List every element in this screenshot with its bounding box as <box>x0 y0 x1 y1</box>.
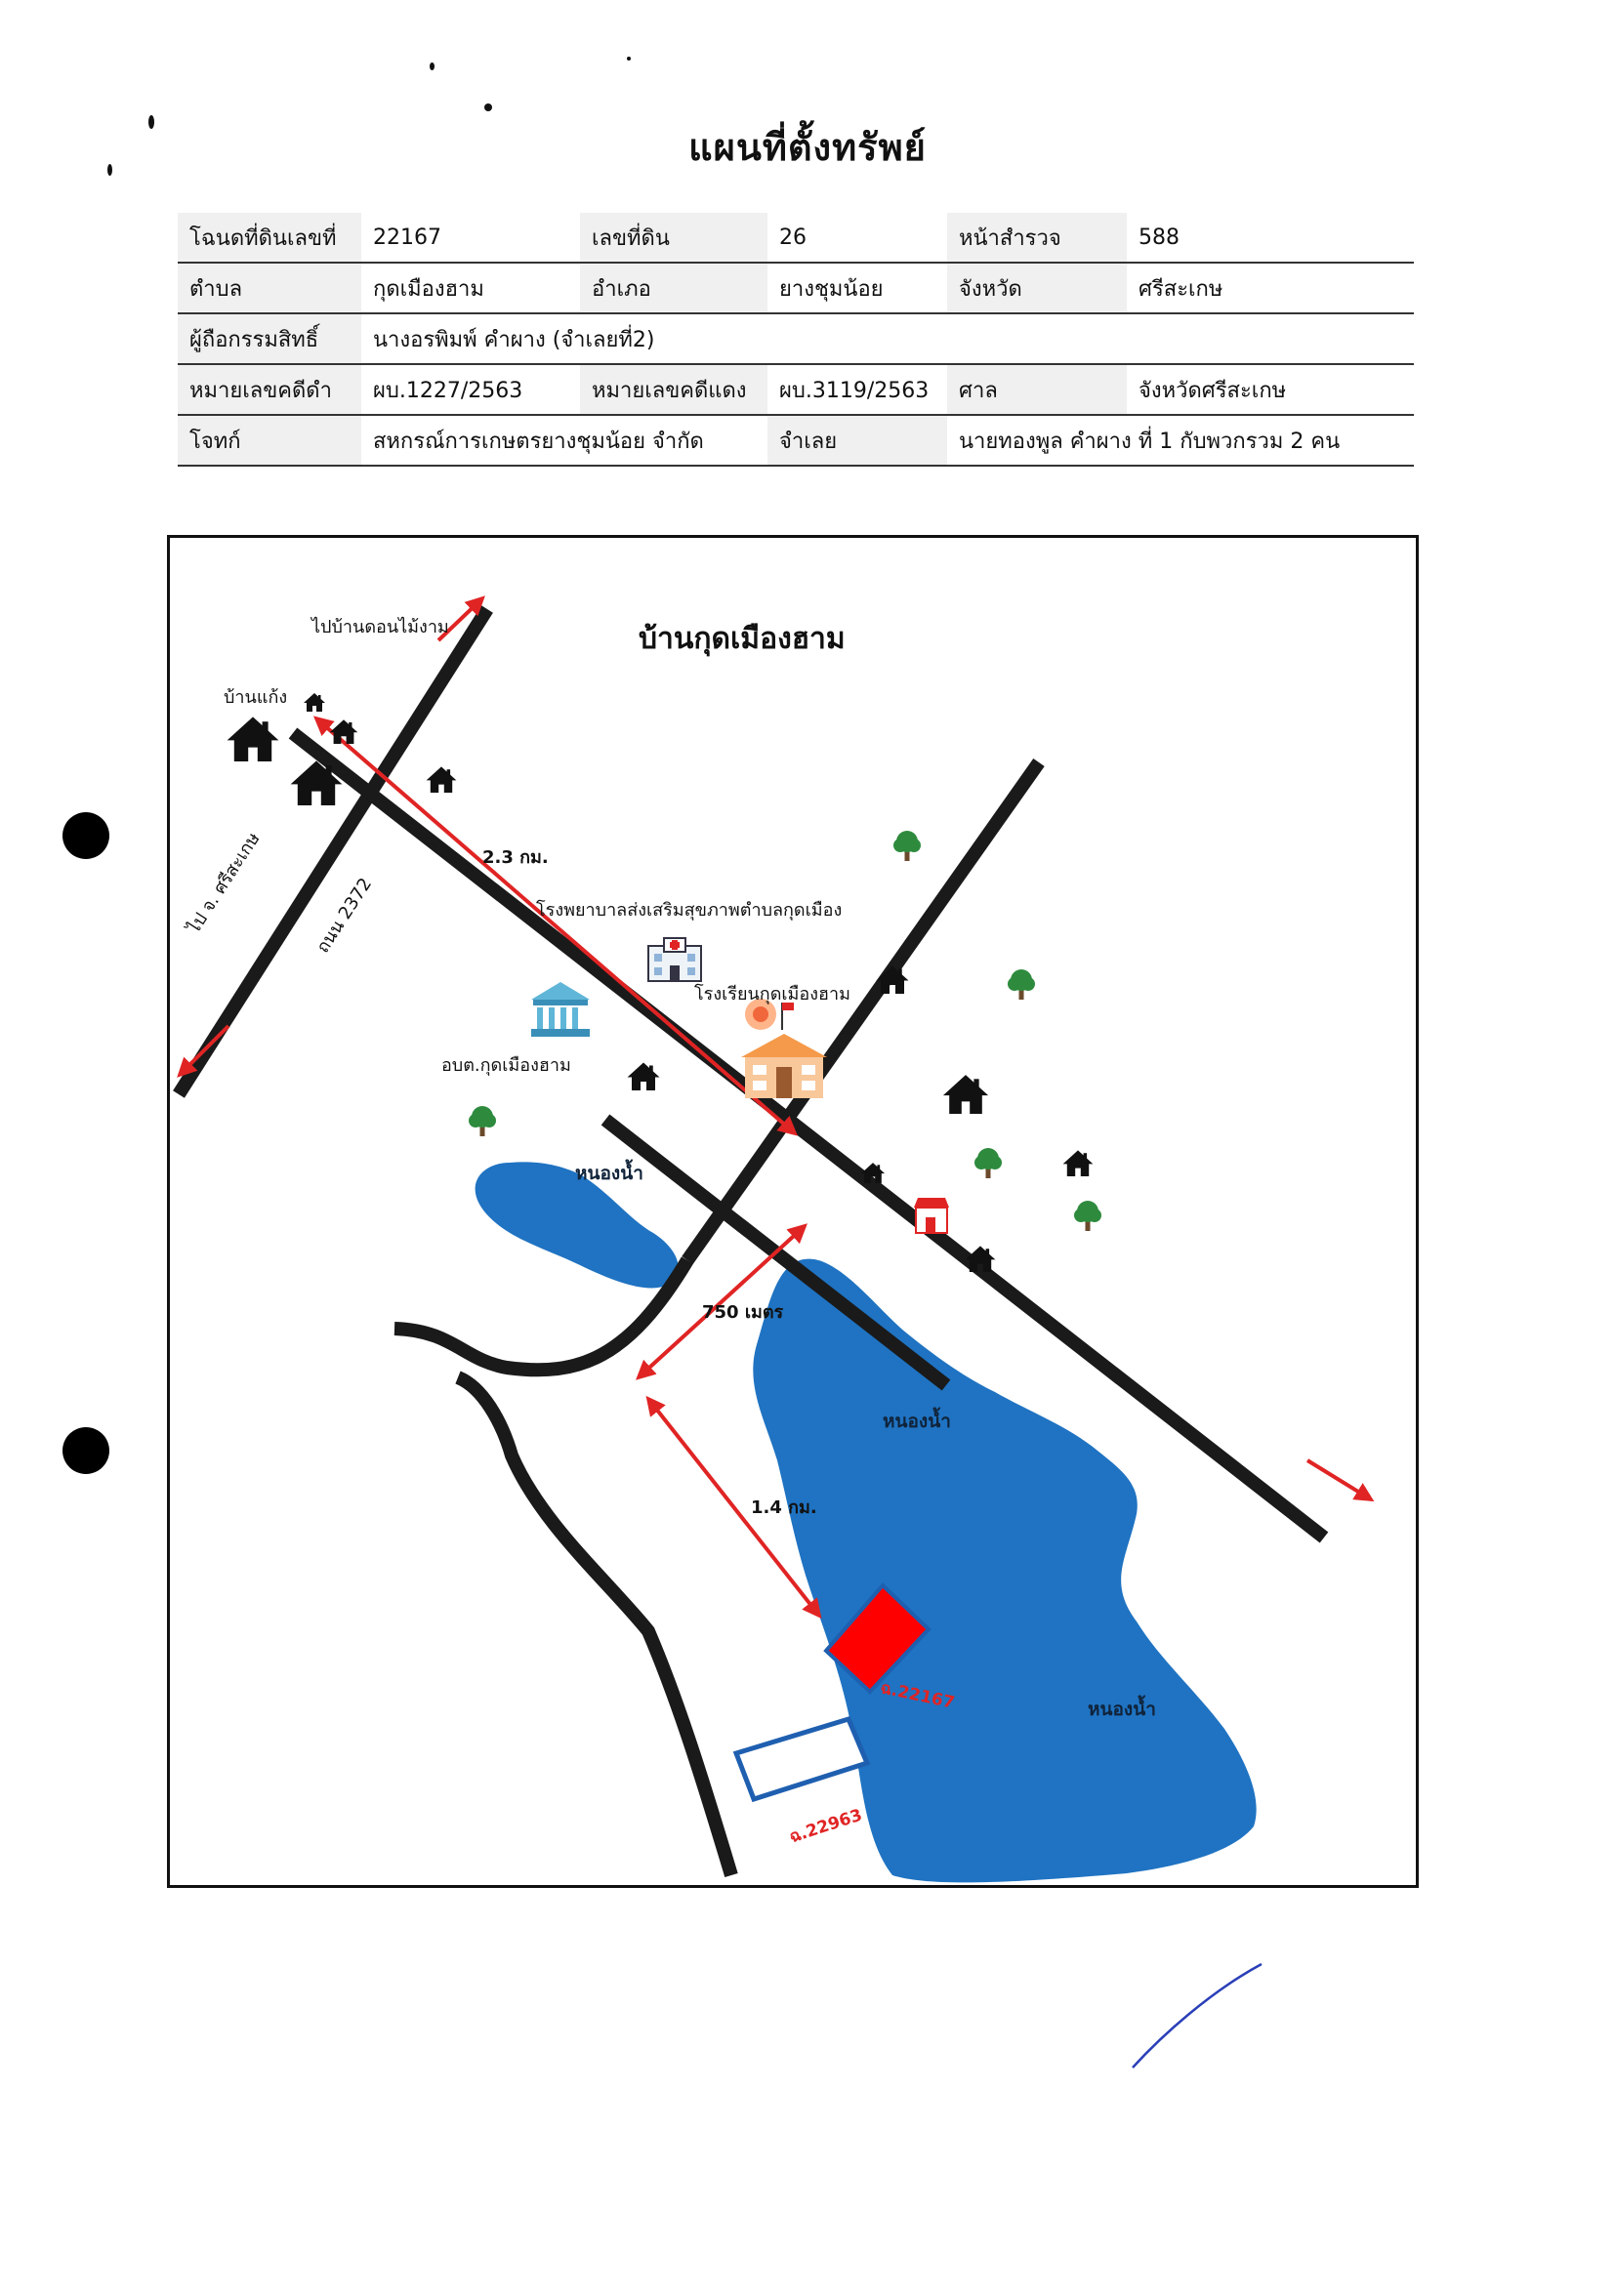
arrow-to-don-mai-ngam <box>436 595 485 642</box>
info-value: 26 <box>767 213 947 264</box>
house-icon <box>304 693 325 712</box>
pond-large <box>753 1258 1257 1883</box>
location-map: บ้านกุดเมืองฮาม ไปบ้านดอนไม้งาม บ้านแก้ง… <box>167 535 1419 1888</box>
pen-mark <box>1132 1962 1263 2069</box>
info-row: ผู้ถือกรรมสิทธิ์ นางอรพิมพ์ คำผาง (จำเลย… <box>178 313 1414 365</box>
info-value: ยางชุมน้อย <box>767 263 947 314</box>
label-sao: อบต.กุดเมืองฮาม <box>441 1055 571 1076</box>
house-icon <box>876 965 909 994</box>
binder-hole <box>62 1427 109 1474</box>
house-icon <box>1062 1150 1094 1176</box>
info-value: นายทองพูล คำผาง ที่ 1 กับพวกรวม 2 คน <box>947 415 1414 467</box>
info-row: โฉนดที่ดินเลขที่ 22167 เลขที่ดิน 26 หน้า… <box>178 213 1414 264</box>
scan-speck <box>430 62 435 70</box>
tree-icon <box>469 1106 496 1136</box>
info-value: สหกรณ์การเกษตรยางชุมน้อย จำกัด <box>361 415 767 467</box>
arrow-to-sisaket <box>177 1024 230 1078</box>
page-title: แผนที่ตั้งทรัพย์ <box>688 126 927 169</box>
plot-22167 <box>823 1582 932 1695</box>
label-pond-south: หนองน้ำ <box>1088 1699 1156 1720</box>
scan-speck <box>148 115 154 129</box>
house-icon <box>627 1062 660 1090</box>
info-row: โจทก์ สหกรณ์การเกษตรยางชุมน้อย จำกัด จำเ… <box>178 415 1414 467</box>
info-row: หมายเลขคดีดำ ผบ.1227/2563 หมายเลขคดีแดง … <box>178 364 1414 416</box>
label-distance-1-4km: 1.4 กม. <box>751 1497 817 1518</box>
label-to-don-mai-ngam: ไปบ้านดอนไม้งาม <box>311 617 449 637</box>
map-drawing <box>173 595 1375 1883</box>
government-building-icon <box>531 982 590 1037</box>
road-northeast <box>682 758 1045 1265</box>
info-label: ตำบล <box>178 263 361 314</box>
info-label: ผู้ถือกรรมสิทธิ์ <box>178 313 361 365</box>
arrow-750m <box>636 1223 808 1380</box>
property-info-table: โฉนดที่ดินเลขที่ 22167 เลขที่ดิน 26 หน้า… <box>178 213 1414 467</box>
arrow-2-3km <box>312 716 799 1136</box>
info-label: จำเลย <box>767 415 947 467</box>
info-value: กุดเมืองฮาม <box>361 263 580 314</box>
info-label: หมายเลขคดีดำ <box>178 364 361 416</box>
info-label: หน้าสำรวจ <box>947 213 1127 264</box>
school-icon <box>741 999 827 1098</box>
house-icon <box>227 717 279 761</box>
label-distance-750m: 750 เมตร <box>702 1302 784 1323</box>
info-label: โจทก์ <box>178 415 361 467</box>
info-label: อำเภอ <box>580 263 767 314</box>
binder-hole <box>62 812 109 859</box>
tree-icon <box>893 831 921 861</box>
info-value: 588 <box>1127 213 1414 264</box>
scan-speck <box>627 57 631 61</box>
info-value: 22167 <box>361 213 580 264</box>
village-title: บ้านกุดเมืองฮาม <box>639 622 846 656</box>
info-value: ผบ.3119/2563 <box>767 364 947 416</box>
tree-icon <box>1074 1201 1101 1231</box>
info-value: นางอรพิมพ์ คำผาง (จำเลยที่2) <box>361 313 1414 365</box>
scan-speck <box>107 164 112 176</box>
info-row: ตำบล กุดเมืองฮาม อำเภอ ยางชุมน้อย จังหวั… <box>178 263 1414 314</box>
road-south <box>454 1371 738 1878</box>
info-value: จังหวัดศรีสะเกษ <box>1127 364 1414 416</box>
house-icon <box>426 766 457 793</box>
shop-icon <box>914 1198 949 1234</box>
info-label: โฉนดที่ดินเลขที่ <box>178 213 361 264</box>
info-label: จังหวัด <box>947 263 1127 314</box>
arrow-1-4km <box>645 1395 822 1620</box>
arrow-east <box>1305 1458 1375 1502</box>
label-pond-small: หนองน้ำ <box>575 1163 643 1184</box>
label-pond-large: หนองน้ำ <box>883 1411 951 1432</box>
plot-22963 <box>732 1715 871 1803</box>
info-value: ผบ.1227/2563 <box>361 364 580 416</box>
info-label: หมายเลขคดีแดง <box>580 364 767 416</box>
label-distance-2-3km: 2.3 กม. <box>482 847 549 868</box>
hospital-icon <box>647 937 702 982</box>
label-school: โรงเรียนกุดเมืองฮาม <box>694 984 850 1004</box>
house-icon <box>942 1075 989 1114</box>
pond-small <box>475 1162 679 1289</box>
info-label: เลขที่ดิน <box>580 213 767 264</box>
tree-icon <box>1008 969 1035 1000</box>
label-ban-kaeng: บ้านแก้ง <box>224 687 288 708</box>
info-label: ศาล <box>947 364 1127 416</box>
label-hospital: โรงพยาบาลส่งเสริมสุขภาพตำบลกุดเมือง <box>536 900 843 921</box>
info-value: ศรีสะเกษ <box>1127 263 1414 314</box>
scan-speck <box>484 103 492 111</box>
tree-icon <box>974 1148 1002 1178</box>
